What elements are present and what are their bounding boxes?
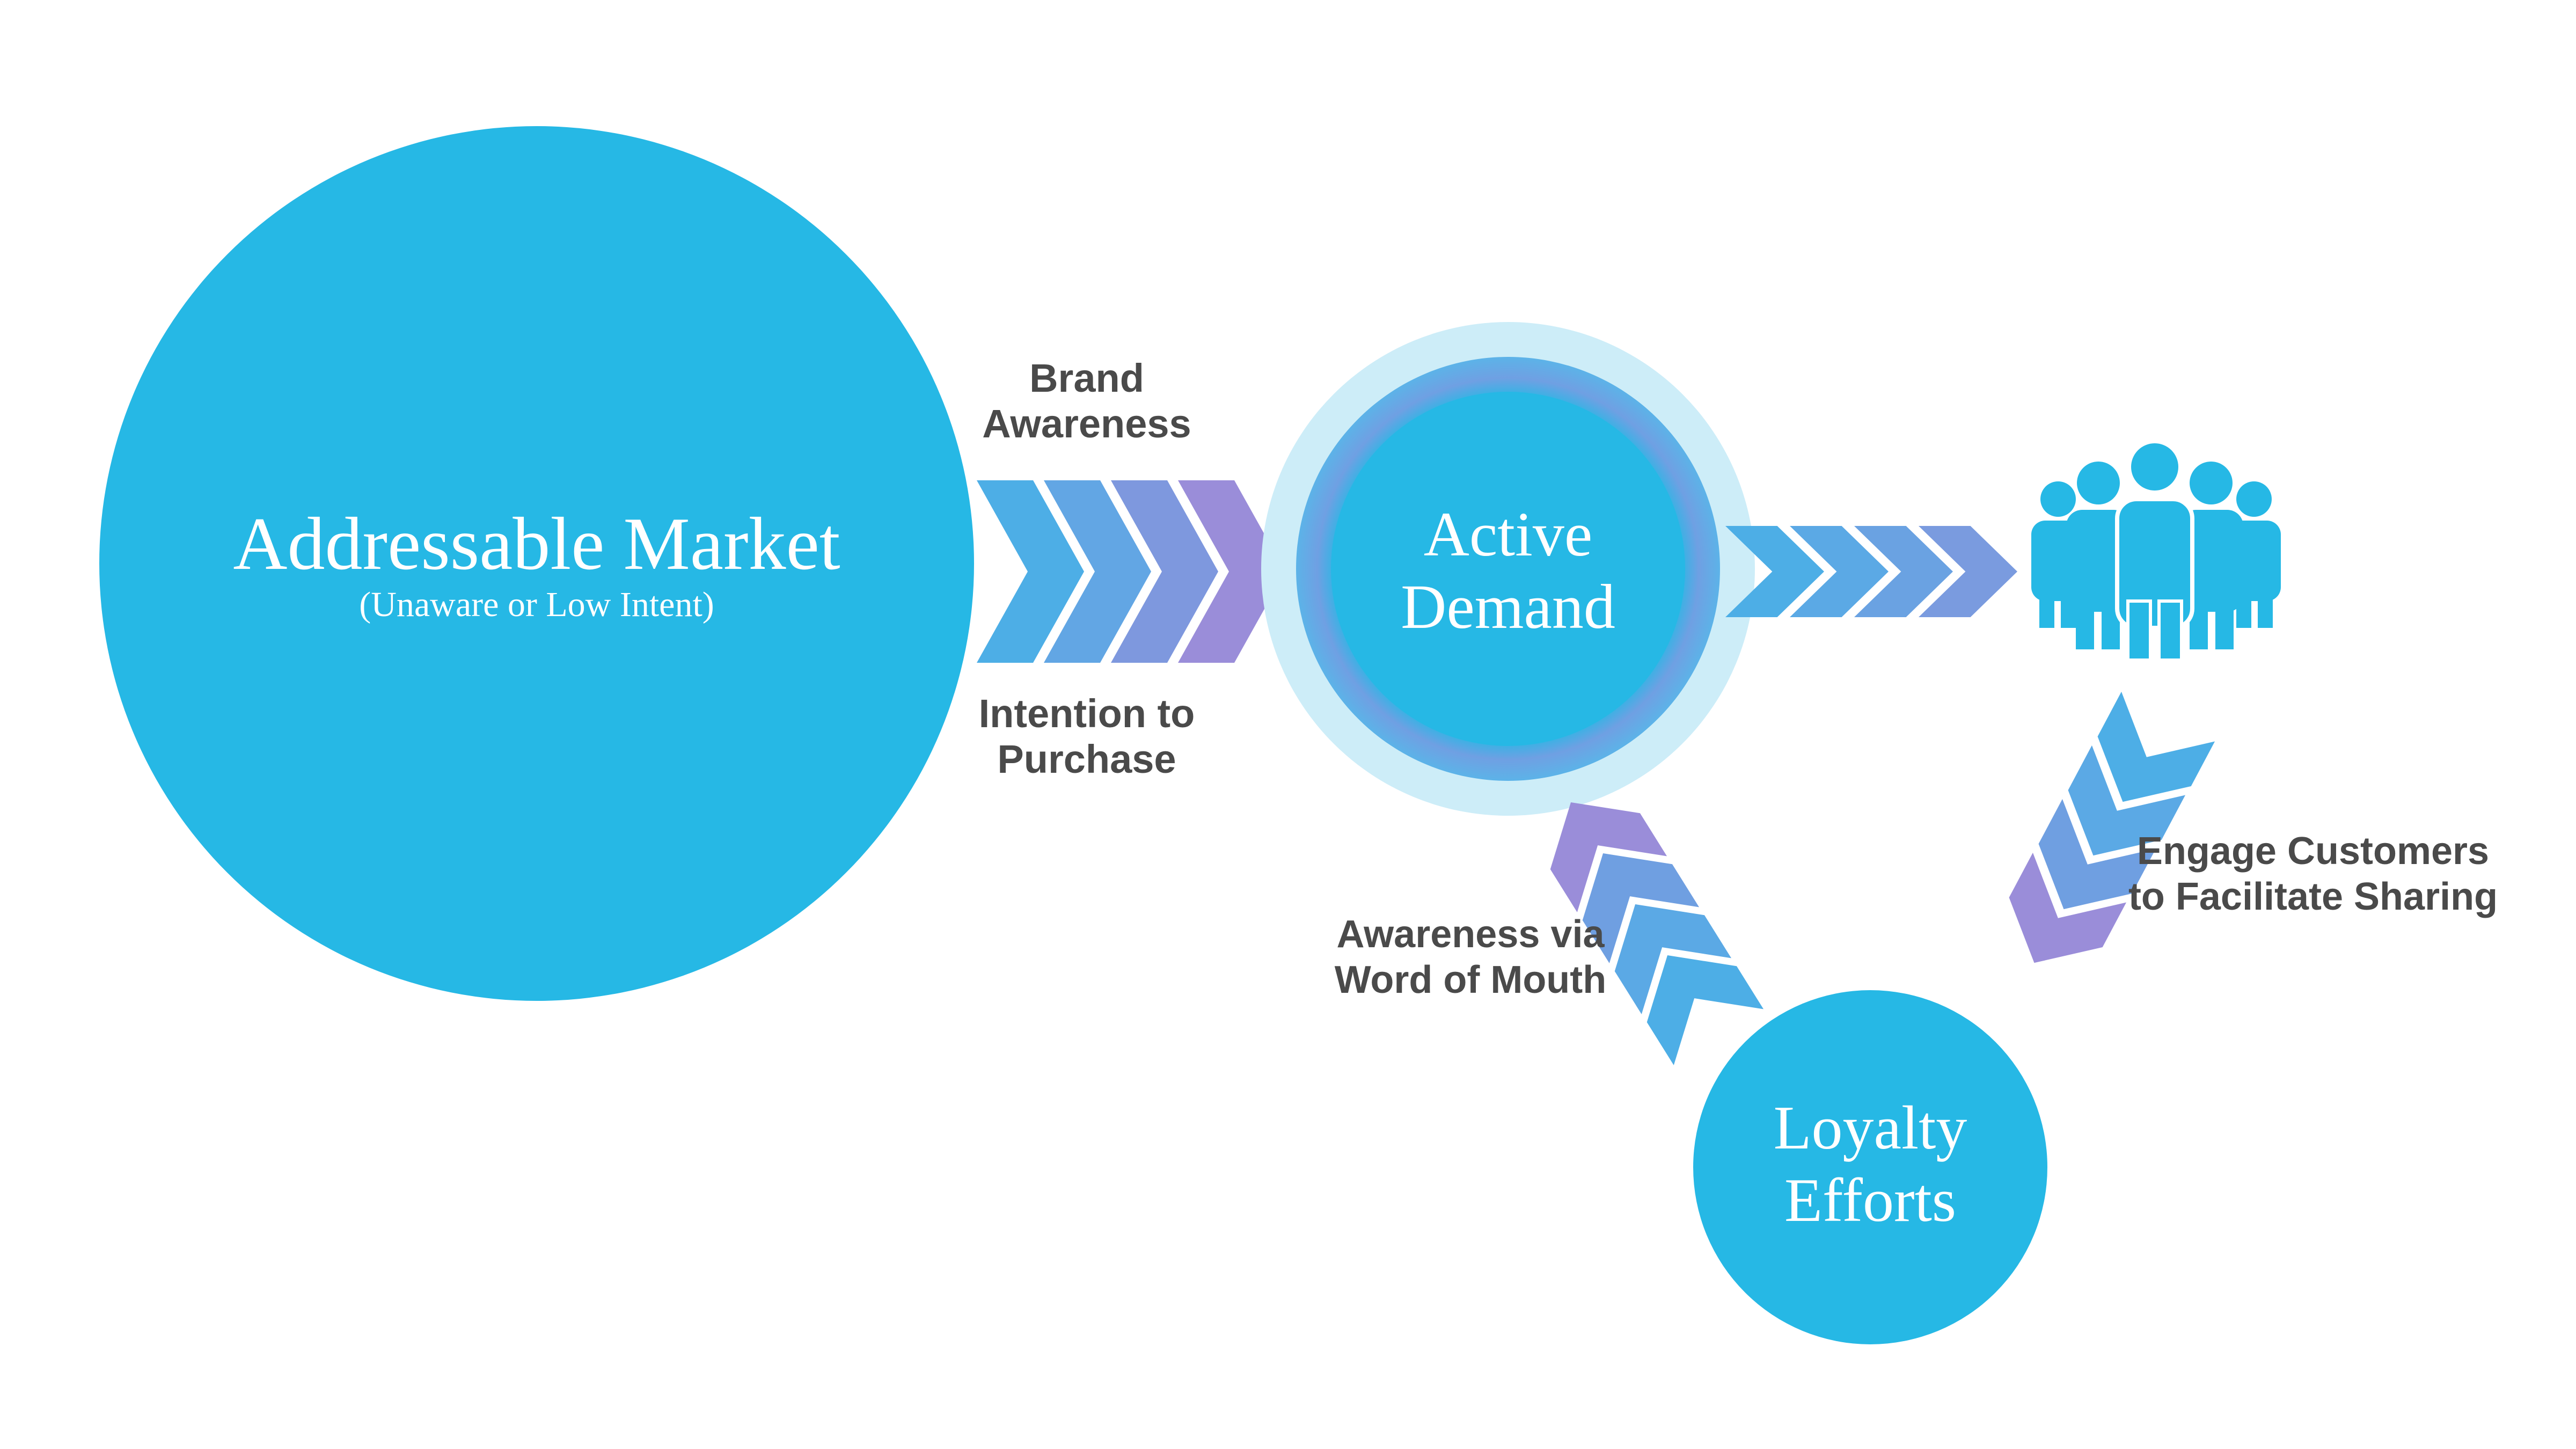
active-demand-line-2: Demand (1401, 572, 1615, 642)
engage-line-2: to Facilitate Sharing (2128, 875, 2498, 918)
active-demand-node: Active Demand (1261, 322, 1755, 816)
intention-to-purchase-label: Intention to Purchase (979, 691, 1195, 781)
engage-customers-label: Engage Customers to Facilitate Sharing (2128, 830, 2498, 918)
loyalty-efforts-circle (1693, 990, 2047, 1344)
engage-line-1: Engage Customers (2137, 830, 2489, 873)
addressable-market-subtitle: (Unaware or Low Intent) (359, 585, 714, 624)
addressable-market-node: Addressable Market (Unaware or Low Inten… (99, 126, 974, 1001)
active-demand-circle (1331, 392, 1685, 746)
intention-line-2: Purchase (997, 737, 1176, 781)
addressable-market-circle (99, 126, 974, 1001)
people-group-icon (2031, 439, 2281, 662)
chevrons-demand-to-customers (1725, 526, 2017, 617)
active-demand-line-1: Active (1424, 499, 1593, 569)
chevrons-market-to-demand (977, 480, 1285, 663)
intention-line-1: Intention to (979, 691, 1195, 736)
loyalty-efforts-node: Loyalty Efforts (1693, 990, 2047, 1344)
word-of-mouth-line-1: Awareness via (1336, 913, 1605, 956)
loyalty-line-1: Loyalty (1774, 1094, 1967, 1162)
loyalty-line-2: Efforts (1784, 1166, 1956, 1235)
brand-awareness-label: Brand Awareness (982, 356, 1191, 446)
word-of-mouth-label: Awareness via Word of Mouth (1335, 913, 1607, 1001)
brand-awareness-line-2: Awareness (982, 401, 1191, 446)
word-of-mouth-line-2: Word of Mouth (1335, 958, 1607, 1001)
addressable-market-title: Addressable Market (233, 502, 840, 586)
brand-awareness-line-1: Brand (1029, 356, 1144, 400)
